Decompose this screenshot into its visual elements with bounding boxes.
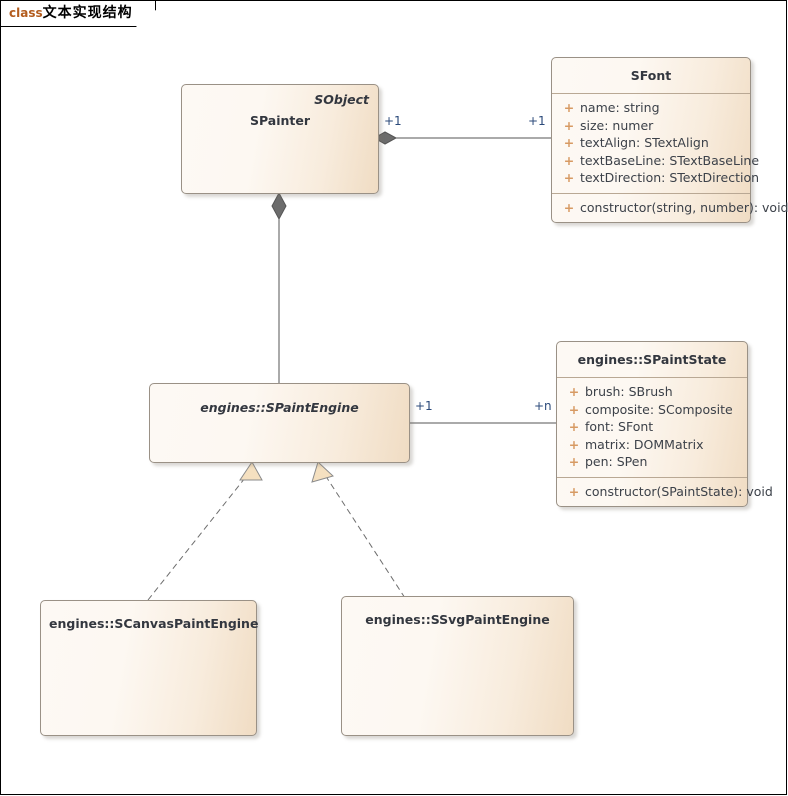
attribute-row: + textBaseLine: STextBaseLine — [552, 152, 759, 170]
visibility-marker: + — [563, 100, 575, 115]
class-box-sfont[interactable]: SFont + name: string + size: numer + tex… — [551, 57, 788, 223]
class-stereotype-sobject: SObject — [314, 92, 369, 107]
class-box-ssvgpaintengine[interactable]: engines::SSvgPaintEngine — [341, 596, 574, 736]
operation-row: + constructor(SPaintState): void — [557, 483, 773, 501]
attribute-label: composite: SComposite — [585, 401, 733, 417]
class-box-spaintengine[interactable]: engines::SPaintEngine — [149, 383, 410, 463]
visibility-marker: + — [568, 454, 580, 469]
visibility-marker: + — [563, 199, 575, 215]
attribute-row: + composite: SComposite — [557, 401, 747, 419]
visibility-marker: + — [568, 419, 580, 434]
attribute-label: size: numer — [580, 117, 654, 133]
class-box-spaintstate[interactable]: engines::SPaintState + brush: SBrush + c… — [556, 341, 773, 507]
multiplicity-painter-right: +1 — [384, 114, 402, 128]
class-name-scanvaspaintengine: engines::SCanvasPaintEngine — [49, 616, 259, 631]
visibility-marker: + — [563, 152, 575, 168]
diagram-kind-label: class — [9, 6, 43, 20]
multiplicity-font-left: +1 — [528, 114, 546, 128]
attribute-label: pen: SPen — [585, 454, 648, 469]
visibility-marker: + — [568, 483, 580, 499]
diagram-title-tab[interactable]: class文本实现结构 — [0, 0, 156, 27]
connector-svg-realization — [311, 461, 406, 599]
attribute-row: + matrix: DOMMatrix — [557, 436, 747, 454]
attribute-label: font: SFont — [585, 419, 654, 434]
attribute-row: + size: numer — [552, 117, 750, 135]
visibility-marker: + — [568, 401, 580, 417]
class-name-ssvgpaintengine: engines::SSvgPaintEngine — [365, 612, 550, 627]
attribute-row: + textAlign: STextAlign — [552, 134, 750, 152]
attributes-compartment-spaintstate: + brush: SBrush + composite: SComposite … — [557, 378, 747, 477]
diagram-title: 文本实现结构 — [42, 5, 133, 21]
visibility-marker: + — [563, 135, 575, 150]
operations-compartment-sfont: + constructor(string, number): void — [552, 192, 788, 223]
class-box-spainter[interactable]: SObject SPainter — [181, 84, 379, 194]
visibility-marker: + — [563, 117, 575, 133]
attributes-compartment-sfont: + name: string + size: numer + textAlign… — [552, 94, 759, 193]
attribute-row: + name: string — [552, 99, 750, 117]
title-tab-text: class文本实现结构 — [9, 4, 133, 23]
attribute-row: + textDirection: STextDirection — [552, 169, 759, 187]
class-box-scanvaspaintengine[interactable]: engines::SCanvasPaintEngine — [40, 600, 259, 736]
connector-painter-font — [372, 131, 556, 145]
class-name-spainter: SPainter — [249, 113, 311, 128]
multiplicity-engine-right: +1 — [415, 399, 433, 413]
operation-row: + constructor(string, number): void — [552, 199, 788, 217]
multiplicity-state-left: +n — [534, 399, 552, 413]
attribute-label: name: string — [580, 100, 660, 115]
operations-compartment-spaintstate: + constructor(SPaintState): void — [557, 476, 773, 507]
visibility-marker: + — [563, 170, 575, 185]
visibility-marker: + — [568, 436, 580, 452]
attribute-label: textDirection: STextDirection — [580, 170, 760, 185]
class-name-sfont: SFont — [552, 58, 750, 94]
class-name-spaintstate: engines::SPaintState — [557, 342, 747, 378]
attribute-row: + pen: SPen — [557, 453, 747, 471]
class-name-spaintengine: engines::SPaintEngine — [200, 400, 359, 415]
connector-canvas-realization — [147, 461, 263, 601]
attribute-label: brush: SBrush — [585, 384, 673, 399]
visibility-marker: + — [568, 384, 580, 399]
attribute-row: + font: SFont — [557, 418, 747, 436]
attribute-label: textBaseLine: STextBaseLine — [580, 152, 760, 168]
attribute-row: + brush: SBrush — [557, 383, 747, 401]
operation-label: constructor(SPaintState): void — [585, 483, 773, 499]
attribute-label: matrix: DOMMatrix — [585, 436, 704, 452]
operation-label: constructor(string, number): void — [580, 199, 788, 215]
connector-painter-engine — [271, 191, 287, 383]
attribute-label: textAlign: STextAlign — [580, 135, 709, 150]
